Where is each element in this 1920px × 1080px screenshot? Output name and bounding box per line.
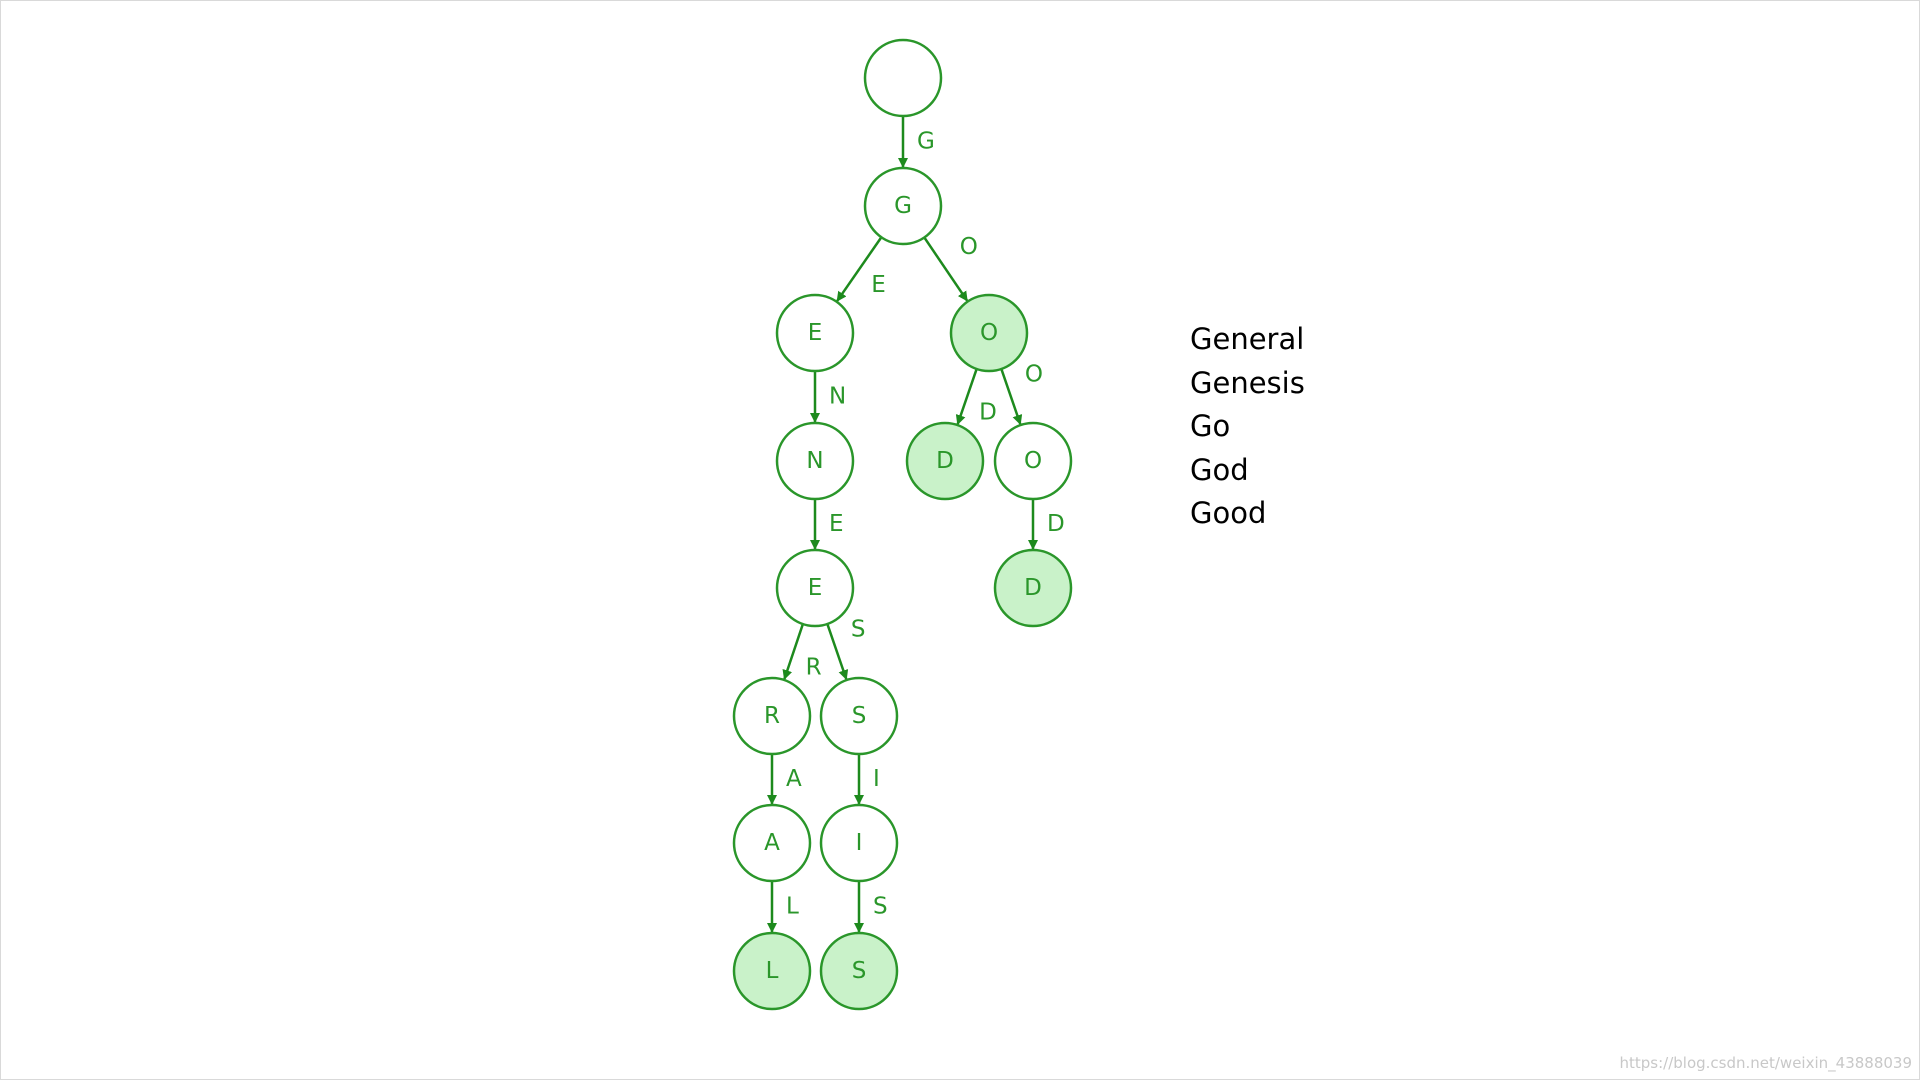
trie-node-gene: E bbox=[775, 548, 855, 628]
node-label: N bbox=[806, 448, 823, 474]
node-circle bbox=[819, 676, 899, 756]
node-circle bbox=[732, 676, 812, 756]
edge-g-ge bbox=[836, 236, 883, 302]
trie-node-gener: R bbox=[732, 676, 812, 756]
trie-node-go: O bbox=[949, 293, 1029, 373]
node-label: D bbox=[1024, 575, 1042, 601]
trie-node-goo: O bbox=[993, 421, 1073, 501]
node-label: S bbox=[852, 703, 867, 729]
node-circle bbox=[819, 803, 899, 883]
node-circle bbox=[863, 38, 943, 118]
edge-label: G bbox=[917, 129, 935, 155]
trie-node-genera: A bbox=[732, 803, 812, 883]
node-label: S bbox=[852, 958, 867, 984]
node-circle bbox=[732, 803, 812, 883]
edge-go-goo bbox=[1000, 368, 1023, 426]
trie-node-god: D bbox=[905, 421, 985, 501]
edge-label: N bbox=[829, 384, 846, 410]
nodes-layer: G E O N D O E D R S A I L S bbox=[732, 38, 1073, 1011]
trie-node-g: G bbox=[863, 166, 943, 246]
edge-label: O bbox=[1025, 362, 1043, 388]
trie-node-genesi: I bbox=[819, 803, 899, 883]
trie-node-general: L bbox=[732, 931, 812, 1011]
edge-g-go bbox=[923, 236, 969, 302]
terminal-node-circle bbox=[732, 931, 812, 1011]
trie-node-good: D bbox=[993, 548, 1073, 628]
edge-label: E bbox=[829, 511, 844, 537]
terminal-node-circle bbox=[819, 931, 899, 1011]
trie-node-root bbox=[863, 38, 943, 118]
trie-node-gen: N bbox=[775, 421, 855, 501]
edge-go-god bbox=[955, 368, 978, 426]
edge-label: O bbox=[960, 234, 978, 260]
node-label: O bbox=[1024, 448, 1042, 474]
edge-label: S bbox=[873, 894, 888, 920]
node-circle bbox=[775, 548, 855, 628]
terminal-node-circle bbox=[949, 293, 1029, 373]
node-label: L bbox=[766, 958, 779, 984]
edge-label: D bbox=[1047, 511, 1065, 537]
node-circle bbox=[993, 421, 1073, 501]
trie-node-genes: S bbox=[819, 676, 899, 756]
node-label: R bbox=[764, 703, 780, 729]
node-label: E bbox=[808, 320, 823, 346]
edge-label: I bbox=[873, 766, 880, 792]
node-label: E bbox=[808, 575, 823, 601]
node-circle bbox=[775, 293, 855, 373]
edge-label: S bbox=[851, 617, 866, 643]
trie-node-ge: E bbox=[775, 293, 855, 373]
word-item: Genesis bbox=[1190, 365, 1305, 400]
word-item: Good bbox=[1190, 496, 1267, 530]
node-circle bbox=[863, 166, 943, 246]
edges-layer: G E O N D O E D R S A I L S bbox=[767, 116, 1065, 933]
watermark-text: https://blog.csdn.net/weixin_43888039 bbox=[1619, 1054, 1912, 1072]
node-label: A bbox=[764, 830, 780, 856]
edge-gene-genes bbox=[826, 623, 849, 681]
edge-label: R bbox=[806, 655, 822, 681]
node-circle bbox=[775, 421, 855, 501]
word-list: General Genesis Go God Good bbox=[1190, 318, 1305, 536]
node-label: G bbox=[894, 193, 912, 219]
node-label: O bbox=[980, 320, 998, 346]
word-item: General bbox=[1190, 322, 1305, 356]
edge-label: E bbox=[871, 272, 886, 298]
word-item: Go bbox=[1190, 409, 1231, 443]
edge-gene-gener bbox=[782, 623, 805, 680]
edge-label: A bbox=[786, 766, 802, 792]
edge-label: D bbox=[979, 400, 997, 426]
terminal-node-circle bbox=[905, 421, 985, 501]
node-label: D bbox=[936, 448, 954, 474]
node-label: I bbox=[856, 830, 863, 856]
word-item: God bbox=[1190, 452, 1249, 487]
terminal-node-circle bbox=[993, 548, 1073, 628]
edge-label: L bbox=[786, 894, 799, 920]
trie-node-genesis: S bbox=[819, 931, 899, 1011]
